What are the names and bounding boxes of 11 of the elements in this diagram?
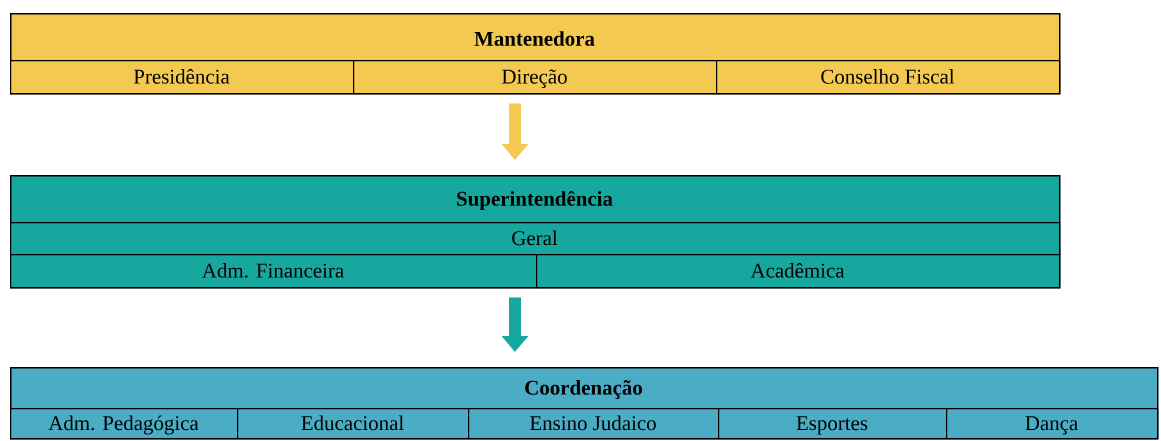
table-cell: Dança [946, 408, 1159, 440]
table-cell: Adm. Pedagógica [10, 408, 239, 440]
table-cell: Ensino Judaico [468, 408, 720, 440]
table-cell: Esportes [718, 408, 948, 440]
table-cell: Geral [10, 222, 1061, 256]
table-cell: Acadêmica [536, 254, 1061, 289]
table-cell: Direção [353, 60, 718, 95]
table-cell: Conselho Fiscal [716, 60, 1061, 95]
table-cell: Educacional [237, 408, 470, 440]
table-cell: Presidência [10, 60, 355, 95]
table-cell: Adm. Financeira [10, 254, 538, 289]
